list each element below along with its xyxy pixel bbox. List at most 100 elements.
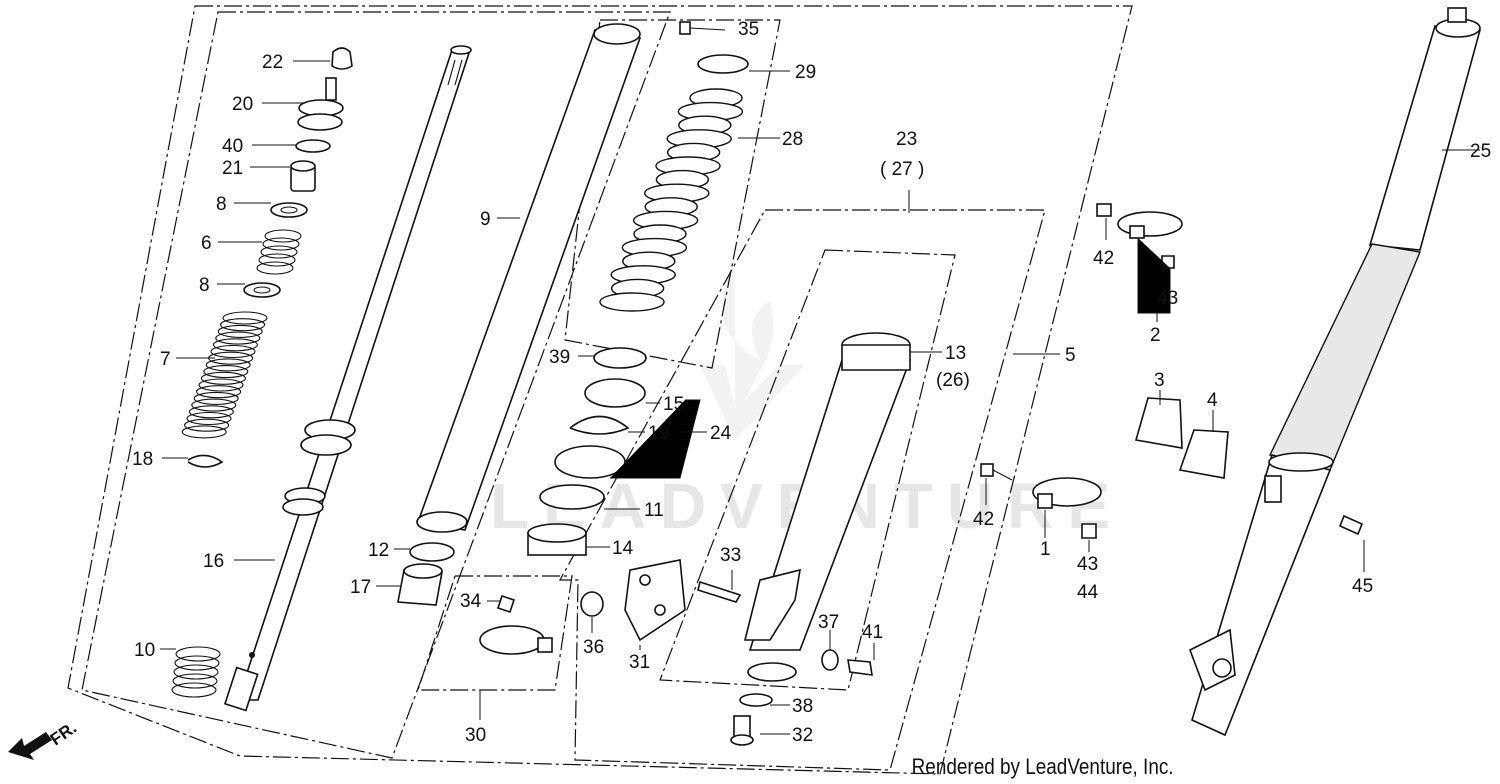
callout-6: 6: [201, 233, 212, 254]
part-40-o-ring: [295, 139, 331, 153]
callout-16: 16: [203, 551, 224, 572]
callout-36: 36: [583, 637, 604, 658]
callout-10: 10: [134, 640, 155, 661]
callout-5: 5: [1065, 345, 1076, 366]
rendered-by-credit: Rendered by LeadVenture, Inc.: [912, 754, 1174, 779]
part-9-fork-pipe: [416, 23, 642, 533]
part-22-cap-nut: [331, 47, 353, 70]
callout-8-upper: 8: [216, 194, 227, 215]
part-11-back-up-ring: [539, 484, 605, 510]
part-39-dust-seal: [593, 347, 647, 369]
clamp-kit-boundary: [417, 575, 573, 691]
callout-19: 19: [648, 423, 669, 444]
part-15-oil-seal: [584, 378, 646, 408]
part-35-bolt: [679, 21, 726, 35]
callout-11: 11: [644, 500, 664, 521]
part-8-washer-lower: [243, 282, 281, 298]
washer-hole-upper: [280, 206, 298, 214]
callout-8-lower: 8: [199, 275, 210, 296]
callout-21: 21: [222, 158, 243, 179]
part-17-oil-lock-piece: [397, 563, 443, 606]
callout-42-lower: 42: [973, 509, 994, 530]
leader-lines: [160, 60, 1480, 735]
callout-40: 40: [222, 136, 243, 157]
part-18-circlip: [187, 454, 224, 468]
callout-34: 34: [460, 591, 482, 612]
part-19-stopper-ring: [569, 415, 630, 435]
callout-13-alt: (26): [936, 370, 970, 391]
part-20-bolt: [297, 77, 344, 131]
front-direction-arrow-icon: [8, 732, 52, 760]
callout-33: 33: [720, 545, 741, 566]
part-37-washer: [821, 649, 839, 671]
part-7-spring: [181, 311, 268, 439]
callout-44: 44: [1077, 582, 1099, 603]
part-3-bracket: [1134, 397, 1183, 449]
part-42-bolt-lower: [980, 463, 1013, 481]
part-25-fork-assembly: [1188, 7, 1482, 737]
callout-23-alt: ( 27 ): [880, 159, 924, 180]
callout-35: 35: [738, 19, 759, 40]
part-12-bushing: [409, 542, 455, 562]
callout-29: 29: [795, 62, 816, 83]
part-1-lower-clamp: [1032, 477, 1102, 509]
callout-17: 17: [350, 577, 371, 598]
part-42-bolt-upper: [1096, 203, 1112, 217]
callout-32: 32: [792, 725, 813, 746]
callout-23: 23: [896, 129, 917, 150]
part-43-nut-lower: [1081, 523, 1097, 539]
part-38-sealing-washer: [739, 693, 773, 707]
part-30-clamp: [479, 625, 553, 655]
part-36-nut: [580, 591, 604, 617]
part-32-drain-bolt: [730, 715, 754, 746]
callout-38: 38: [792, 696, 813, 717]
part-8-washer-upper: [270, 202, 308, 218]
callout-43-lower: 43: [1077, 554, 1098, 575]
callout-18: 18: [132, 449, 153, 470]
callout-28: 28: [782, 129, 803, 150]
part-13-fork-slider: [743, 332, 912, 682]
callout-41: 41: [862, 622, 883, 643]
slider-group-boundary: [558, 209, 1046, 771]
callout-30: 30: [465, 725, 486, 746]
callout-14: 14: [612, 538, 634, 559]
part-41-bolt: [847, 659, 873, 676]
callout-3: 3: [1154, 370, 1165, 391]
callout-4: 4: [1207, 390, 1218, 411]
callout-43-upper: 43: [1157, 288, 1178, 309]
fork-pipe-group-boundary: [81, 11, 671, 759]
callout-9: 9: [480, 209, 491, 230]
callout-24: 24: [710, 423, 732, 444]
part-16-damper-rod: [223, 45, 472, 712]
washer-hole-lower: [253, 286, 271, 294]
part-31-axle-holder: [624, 559, 686, 642]
callout-25: 25: [1470, 141, 1491, 162]
part-4-bracket: [1178, 429, 1229, 479]
part-28-fork-boot: [599, 88, 744, 312]
part-45-bolt: [1338, 514, 1364, 536]
part-29-boot-band: [697, 54, 749, 74]
callout-37: 37: [818, 612, 839, 633]
part-14-slider-bushing: [527, 523, 587, 556]
callout-22: 22: [262, 52, 283, 73]
part-6-spring: [256, 229, 302, 275]
part-33-stud: [697, 580, 742, 603]
callout-7: 7: [160, 349, 171, 370]
callout-13: 13: [945, 343, 966, 364]
part-2-upper-clamp: [1117, 211, 1183, 239]
part-10-rebound-spring: [171, 646, 221, 698]
callout-20: 20: [232, 94, 253, 115]
part-34-bolt: [496, 594, 516, 614]
callout-2: 2: [1150, 325, 1161, 346]
callout-31: 31: [629, 652, 650, 673]
callout-12: 12: [368, 540, 389, 561]
callout-45: 45: [1352, 576, 1373, 597]
boot-group-boundary: [564, 19, 781, 369]
callout-15: 15: [663, 394, 684, 415]
part-24-seal-set: [554, 445, 626, 479]
watermark-logo: [700, 260, 805, 440]
callout-42-upper: 42: [1093, 248, 1114, 269]
callout-1: 1: [1040, 539, 1051, 560]
callout-39: 39: [549, 347, 570, 368]
